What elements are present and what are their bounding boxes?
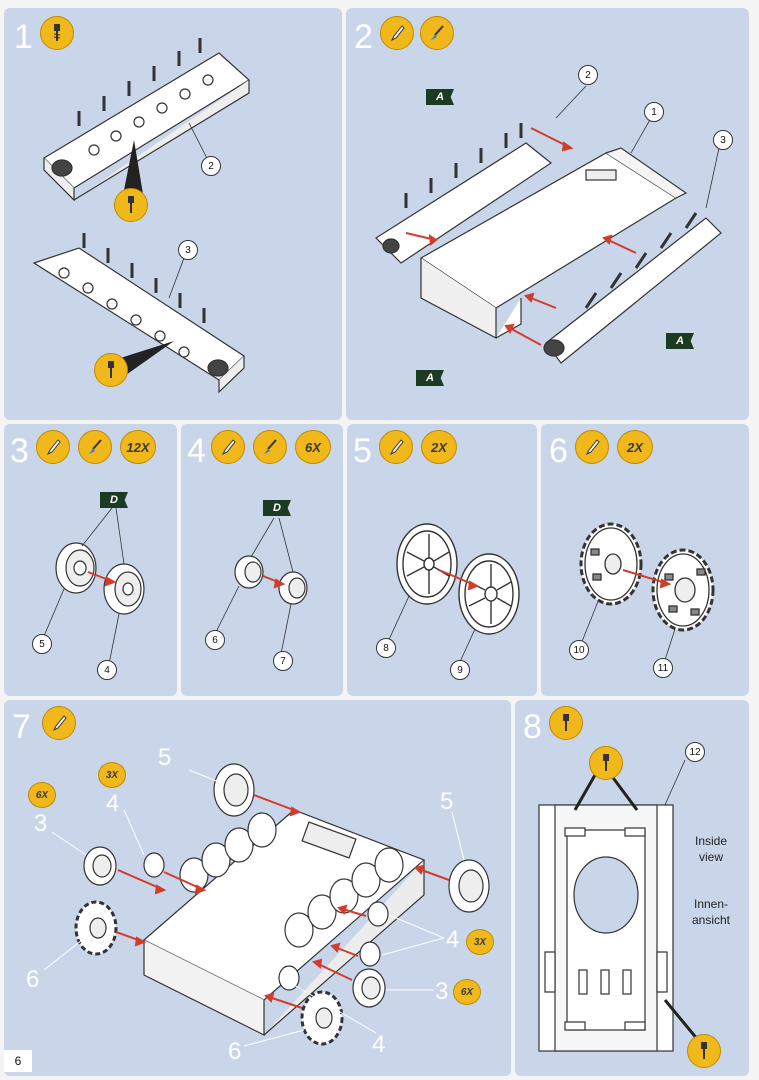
- part-label: 4: [372, 1031, 386, 1058]
- hull-assembly-drawing: [375, 85, 722, 364]
- part-callout: 2: [201, 156, 221, 176]
- part-label: 4: [106, 790, 120, 817]
- quantity-badge: 3X: [98, 762, 126, 788]
- drill-icon: [687, 1034, 721, 1068]
- part-callout: 7: [273, 651, 293, 671]
- step-7-panel: 7 6X 3X 3X 6X: [4, 700, 511, 1076]
- color-flag: D: [263, 500, 291, 516]
- color-flag: D: [100, 492, 128, 508]
- hull-inside-view-drawing: [538, 759, 700, 1052]
- glue-icon: [379, 430, 413, 464]
- inside-view-note: Inside view: [681, 833, 741, 865]
- part-callout: 3: [713, 130, 733, 150]
- part-callout: 5: [32, 634, 52, 654]
- color-flag: A: [416, 370, 444, 386]
- part-callout: 2: [578, 65, 598, 85]
- drill-icon: [114, 188, 148, 222]
- step-number: 5: [353, 432, 372, 470]
- innenansicht-line-2: ansicht: [691, 913, 731, 928]
- color-flag: A: [426, 89, 454, 105]
- quantity-badge: 2X: [421, 430, 457, 464]
- part-label: 6: [228, 1038, 242, 1065]
- glue-icon: [575, 430, 609, 464]
- step-number: 7: [12, 708, 31, 746]
- part-label: 3: [34, 810, 48, 837]
- part-label: 4: [446, 926, 460, 953]
- idler-wheel-drawing: [386, 523, 520, 665]
- road-wheel-drawing: [43, 507, 145, 665]
- step-number: 3: [10, 432, 29, 470]
- quantity-badge: 3X: [466, 929, 494, 955]
- step-2-panel: 2: [346, 8, 749, 420]
- glue-icon: [211, 430, 245, 464]
- page-number: 6: [4, 1050, 32, 1072]
- glue-icon: [42, 706, 76, 740]
- part-label: 3: [435, 978, 449, 1005]
- step-6-panel: 6 2X 10 11: [541, 424, 749, 696]
- drill-icon: [40, 16, 74, 50]
- part-callout: 8: [376, 638, 396, 658]
- return-roller-drawing: [214, 517, 308, 655]
- step-4-panel: 4 6X D 6 7: [181, 424, 343, 696]
- paint-brush-icon: [420, 16, 454, 50]
- innenansicht-line-1: Innen-: [693, 897, 729, 911]
- color-flag: A: [666, 333, 694, 349]
- part-label: 5: [158, 744, 172, 771]
- step-number: 2: [354, 18, 373, 56]
- inside-view-line-2: view: [698, 850, 723, 865]
- part-callout: 3: [178, 240, 198, 260]
- drill-icon: [589, 746, 623, 780]
- part-callout: 9: [450, 660, 470, 680]
- step-number: 8: [523, 708, 542, 746]
- drill-icon: [94, 353, 128, 387]
- side-panel-right-drawing: [32, 38, 250, 394]
- quantity-badge: 6X: [28, 782, 56, 808]
- quantity-badge: 6X: [295, 430, 331, 464]
- quantity-badge: 6X: [453, 979, 481, 1005]
- step-5-panel: 5 2X 8 9: [347, 424, 537, 696]
- part-callout: 1: [644, 102, 664, 122]
- paint-brush-icon: [78, 430, 112, 464]
- glue-icon: [36, 430, 70, 464]
- part-label: 6: [26, 966, 40, 993]
- innenansicht-note: Innen- ansicht: [681, 896, 741, 928]
- part-callout: 6: [205, 630, 225, 650]
- inside-view-line-1: Inside: [694, 834, 728, 848]
- quantity-badge: 12X: [120, 430, 156, 464]
- part-callout: 4: [97, 660, 117, 680]
- step-number: 1: [14, 18, 33, 56]
- quantity-badge: 2X: [617, 430, 653, 464]
- hull-wheel-assembly-drawing: [43, 763, 490, 1047]
- step-number: 4: [187, 432, 206, 470]
- glue-icon: [380, 16, 414, 50]
- step-number: 6: [549, 432, 568, 470]
- part-callout: 10: [569, 640, 589, 660]
- drill-icon: [549, 706, 583, 740]
- paint-brush-icon: [253, 430, 287, 464]
- part-callout: 12: [685, 742, 705, 762]
- part-label: 5: [440, 788, 454, 815]
- step-3-panel: 3 12X D 5 4: [4, 424, 177, 696]
- step-1-panel: 1 2 3: [4, 8, 342, 420]
- drive-sprocket-drawing: [579, 522, 715, 661]
- step-8-panel: 8 12 Inside view Innen- ansicht: [515, 700, 749, 1076]
- part-callout: 11: [653, 658, 673, 678]
